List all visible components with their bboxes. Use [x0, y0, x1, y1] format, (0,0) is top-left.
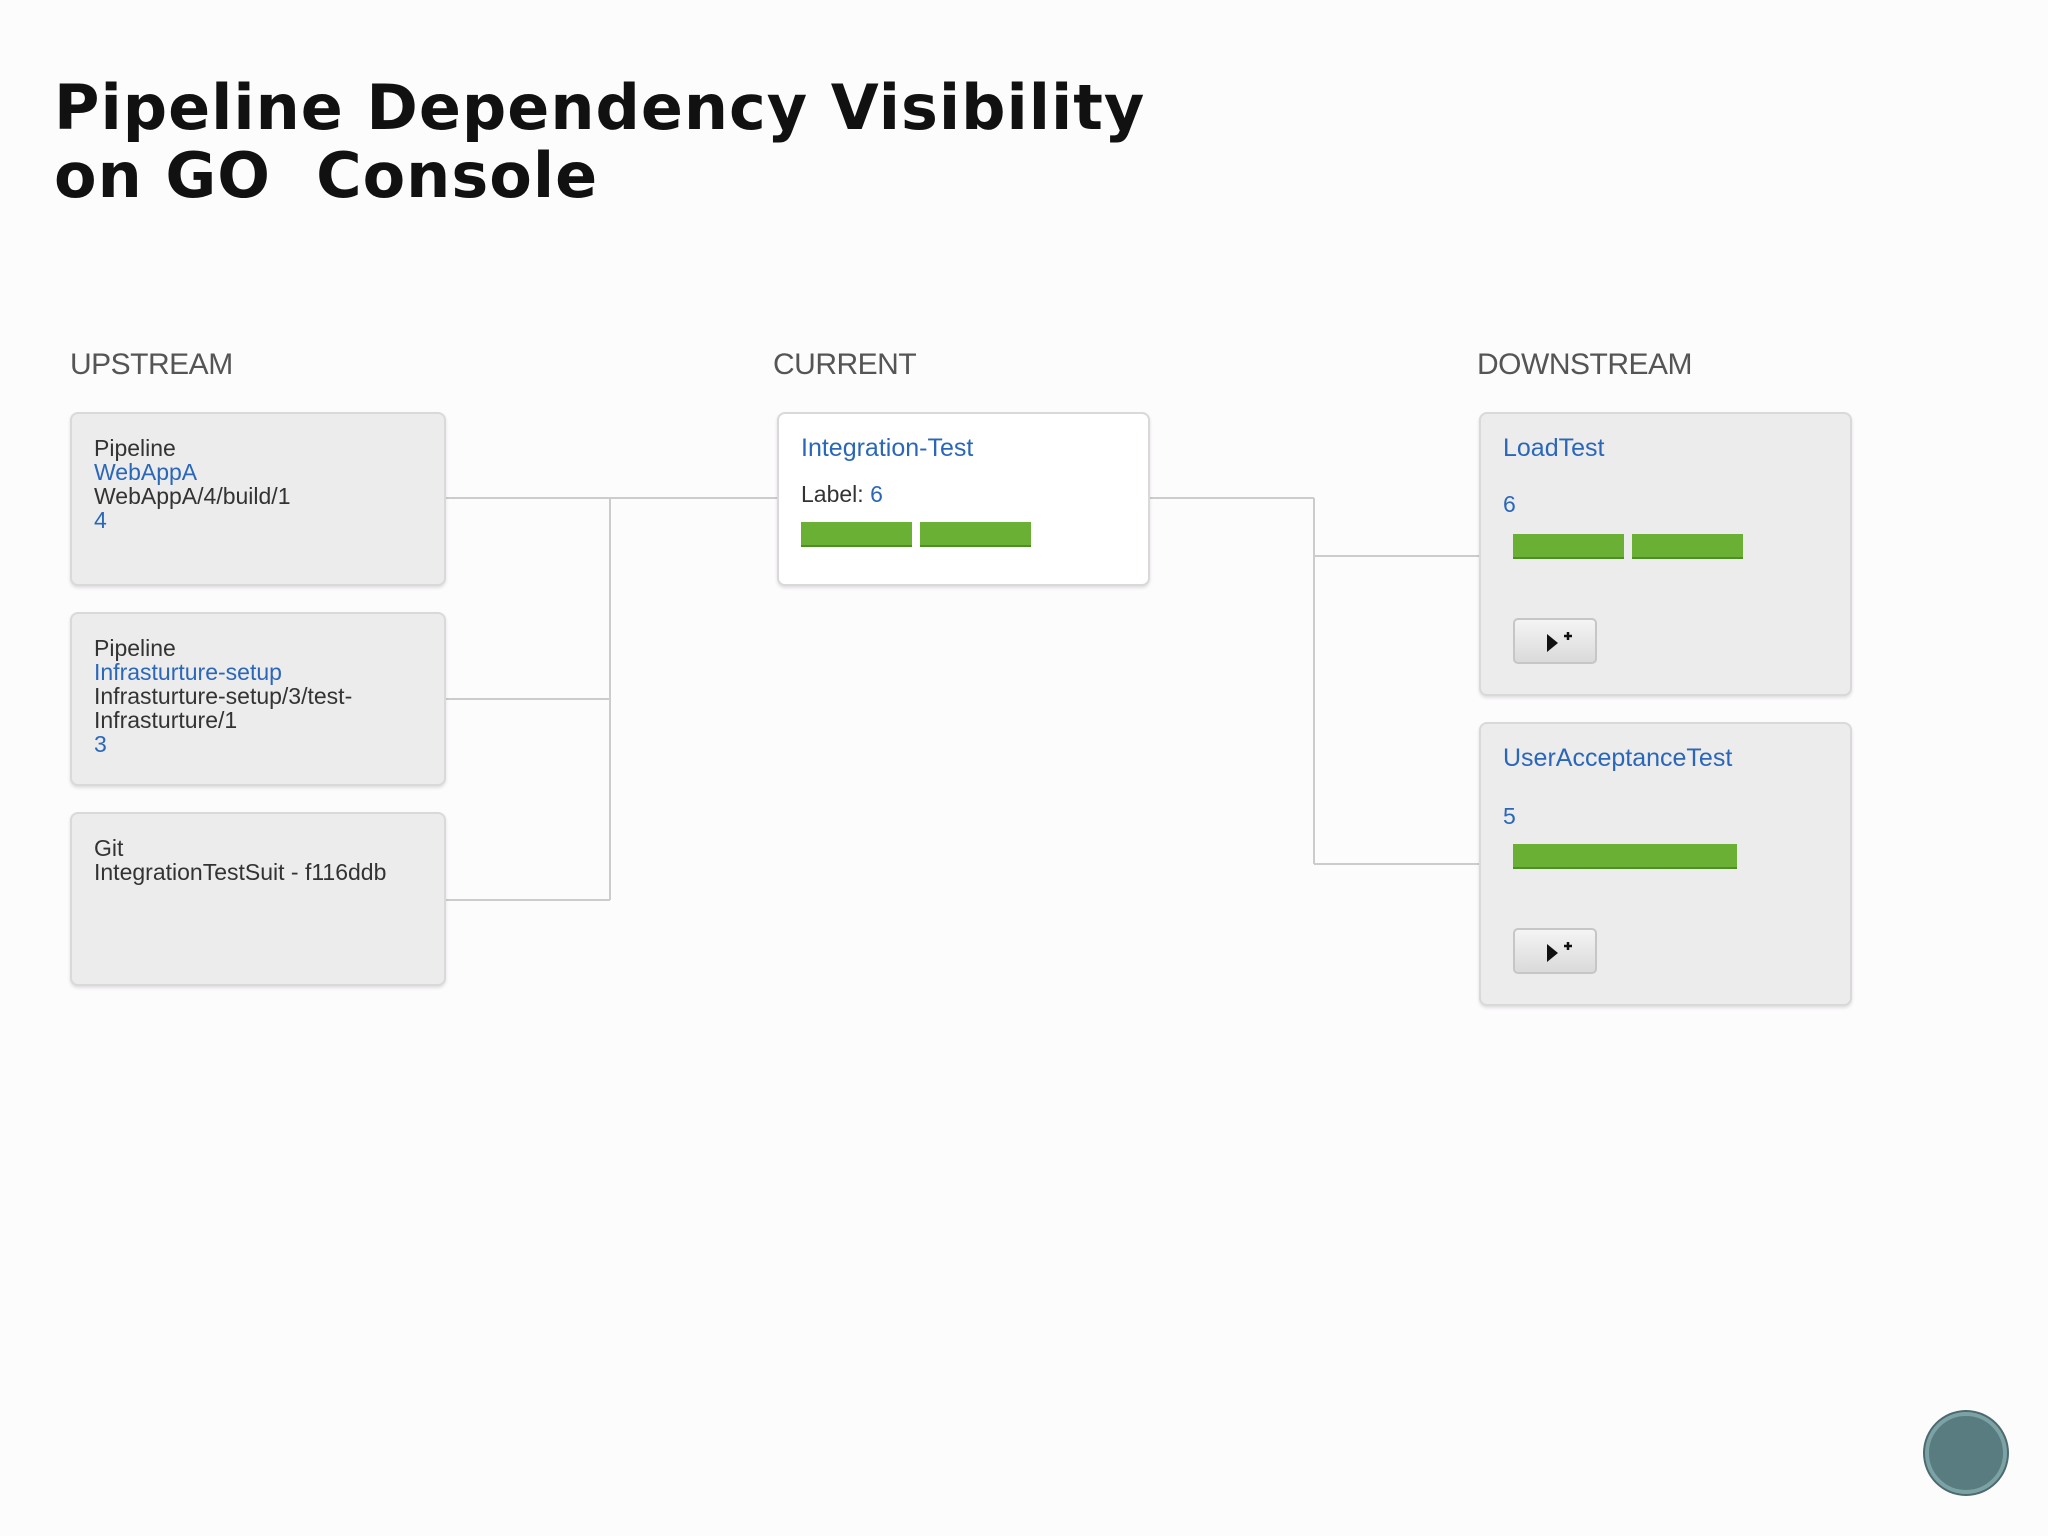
label-prefix: Label: [801, 481, 871, 507]
pipeline-counter[interactable]: 3 [94, 731, 107, 757]
label-value[interactable]: 6 [870, 481, 883, 507]
downstream-counter[interactable]: 6 [1503, 491, 1516, 517]
pipeline-path-line-2: Infrasturture/1 [94, 707, 238, 733]
pipeline-counter[interactable]: 4 [94, 507, 107, 533]
trigger-with-options-button[interactable] [1513, 618, 1597, 664]
current-label: Label: 6 [801, 482, 1126, 506]
stage-bar[interactable] [1513, 534, 1624, 559]
upstream-heading: UPSTREAM [70, 348, 233, 381]
downstream-pipeline-name[interactable]: LoadTest [1503, 434, 1605, 462]
pipeline-link[interactable]: Infrasturture-setup [94, 659, 282, 685]
current-heading: CURRENT [773, 348, 917, 381]
stage-bar[interactable] [920, 522, 1031, 547]
downstream-pipeline-name[interactable]: UserAcceptanceTest [1503, 744, 1733, 772]
upstream-git-material[interactable]: Git IntegrationTestSuit - f116ddb [70, 812, 446, 986]
material-type: Git [94, 835, 124, 861]
downstream-pipeline-useracceptancetest[interactable]: UserAcceptanceTest 5 [1479, 722, 1852, 1006]
pipeline-link[interactable]: WebAppA [94, 459, 198, 485]
material-type: Pipeline [94, 635, 176, 661]
git-revision: IntegrationTestSuit - f116ddb [94, 859, 387, 885]
pipeline-path-line-1: Infrasturture-setup/3/test- [94, 683, 353, 709]
trigger-with-options-button[interactable] [1513, 928, 1597, 974]
play-with-options-icon [1547, 632, 1572, 652]
title-line-2: on GO Console [54, 139, 599, 212]
current-stage-bars [801, 522, 1031, 547]
title-line-1: Pipeline Dependency Visibility [54, 71, 1146, 144]
downstream-stage-bars [1513, 844, 1737, 869]
nav-circle-icon[interactable] [1925, 1412, 2007, 1494]
current-pipeline[interactable]: Integration-Test Label: 6 [777, 412, 1150, 586]
current-pipeline-name[interactable]: Integration-Test [801, 434, 974, 462]
downstream-stage-bars [1513, 534, 1743, 559]
upstream-pipeline-webappa[interactable]: Pipeline WebAppA WebAppA/4/build/1 4 [70, 412, 446, 586]
play-with-options-icon [1547, 942, 1572, 962]
stage-bar[interactable] [1513, 844, 1737, 869]
stage-bar[interactable] [1632, 534, 1743, 559]
downstream-counter[interactable]: 5 [1503, 803, 1516, 829]
downstream-pipeline-loadtest[interactable]: LoadTest 6 [1479, 412, 1852, 696]
material-type: Pipeline [94, 435, 176, 461]
pipeline-path: WebAppA/4/build/1 [94, 483, 291, 509]
page-title: Pipeline Dependency Visibility on GO Con… [54, 74, 1145, 210]
upstream-pipeline-infrasturture-setup[interactable]: Pipeline Infrasturture-setup Infrasturtu… [70, 612, 446, 786]
downstream-heading: DOWNSTREAM [1477, 348, 1693, 381]
stage-bar[interactable] [801, 522, 912, 547]
